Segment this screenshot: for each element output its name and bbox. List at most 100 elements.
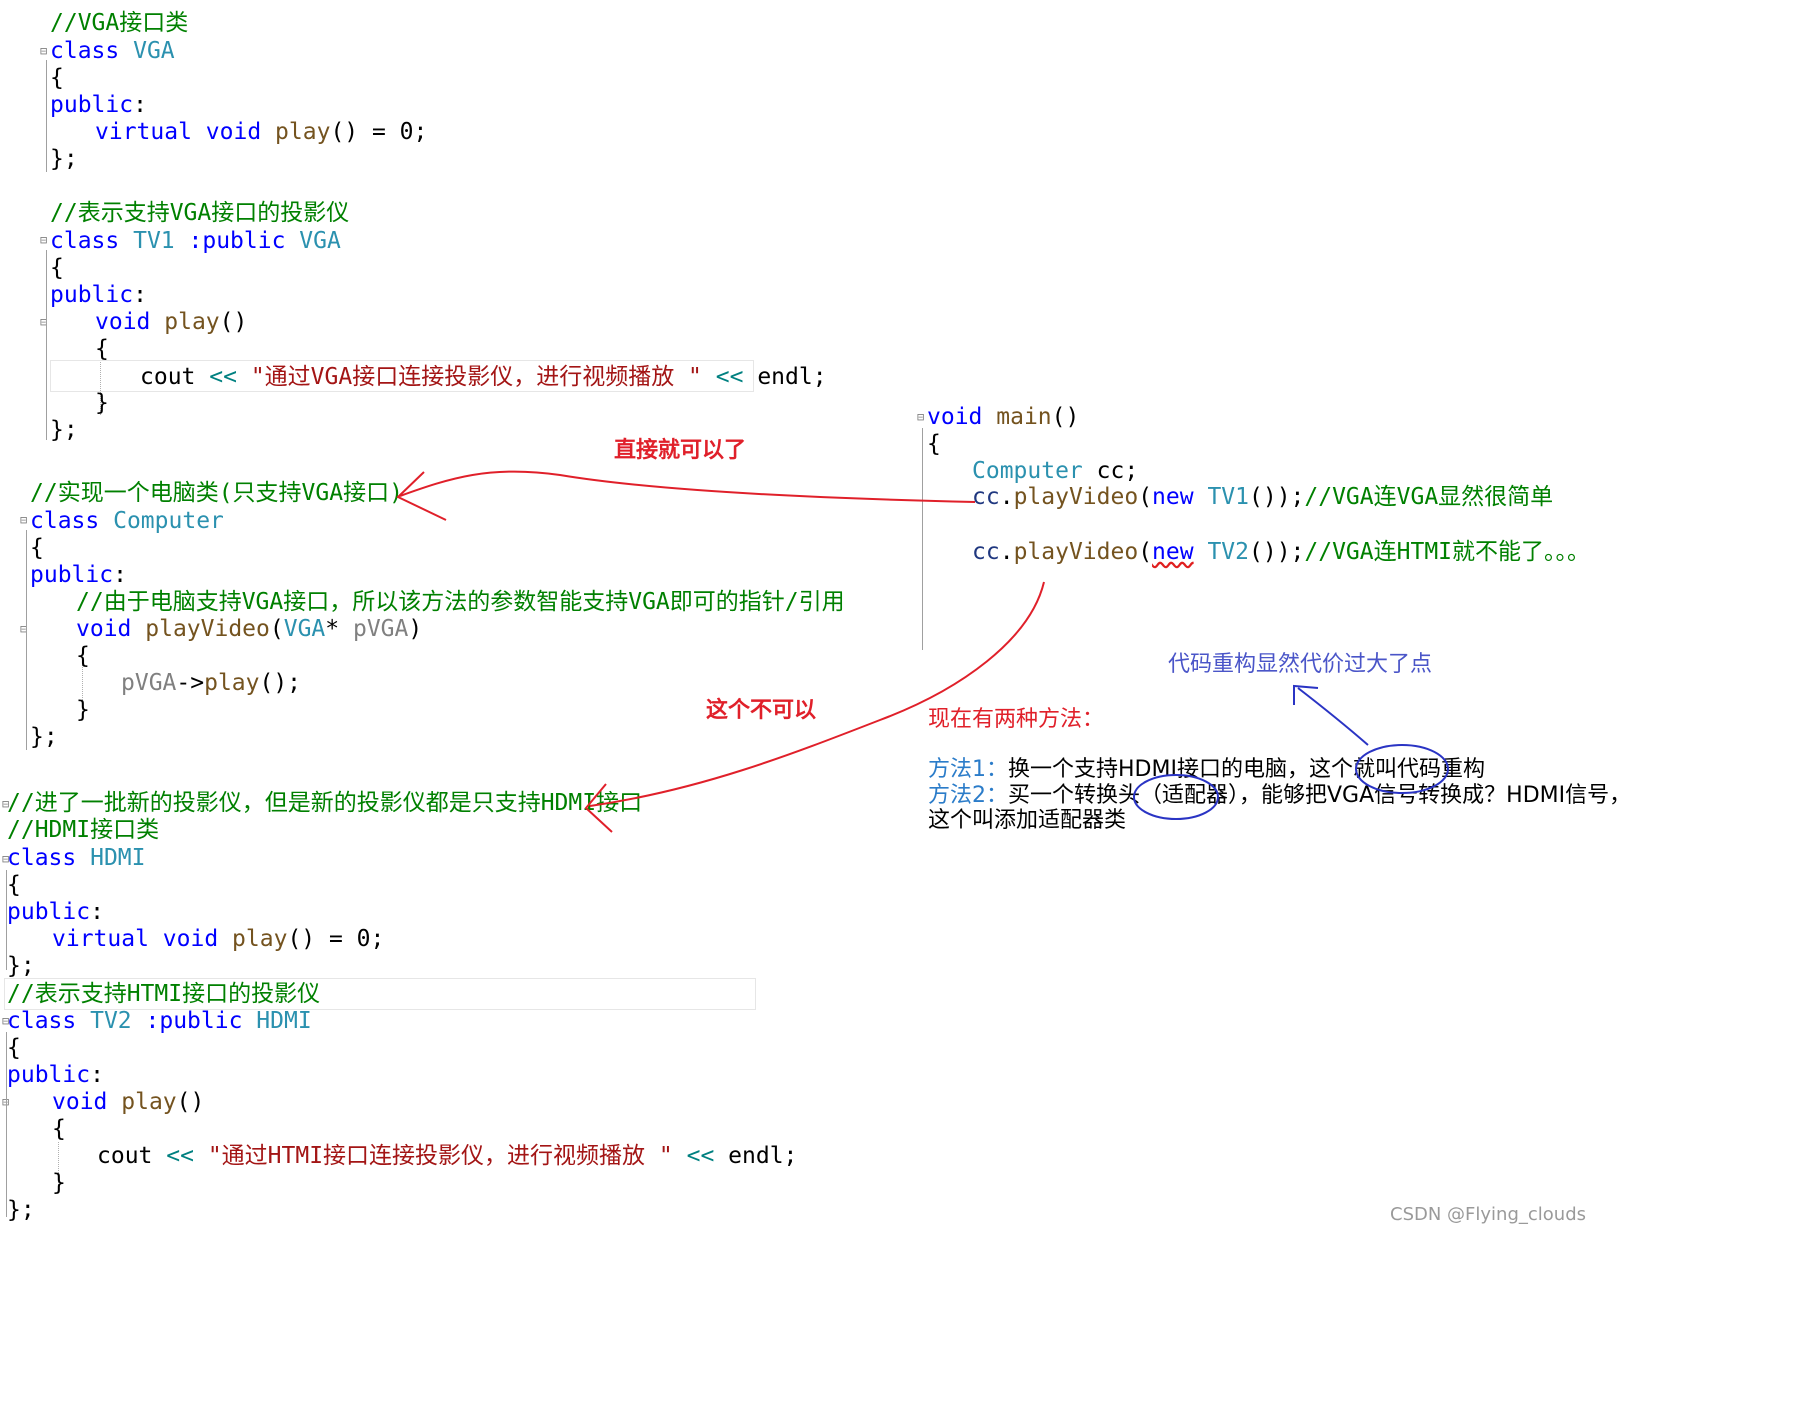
inherit-keyword: :public xyxy=(174,228,300,254)
code-comment: //VGA接口类 xyxy=(50,10,189,36)
cout-token: cout xyxy=(140,364,210,390)
fold-marker[interactable]: ⊟ xyxy=(40,315,48,329)
fold-marker[interactable]: ⊟ xyxy=(2,797,10,811)
brace: { xyxy=(50,255,64,281)
function-name: play xyxy=(232,926,288,952)
brace: { xyxy=(927,431,941,457)
brace-close: }; xyxy=(50,417,78,443)
brace: } xyxy=(76,697,90,723)
brace: { xyxy=(52,1116,66,1142)
annotation-two-methods: 现在有两种方法： xyxy=(928,707,1105,732)
signature-tail: () = 0; xyxy=(287,926,385,952)
endl-token: endl; xyxy=(757,364,827,390)
type-name: Computer xyxy=(972,458,1083,484)
function-name: playVideo xyxy=(145,616,270,642)
function-name: main xyxy=(996,404,1052,430)
method1-text: 换一个支持HDMI接口的电脑，这个就叫代码重构 xyxy=(1008,757,1485,782)
colon: : xyxy=(113,562,127,588)
fold-marker[interactable]: ⊟ xyxy=(20,622,28,636)
brace: { xyxy=(76,643,90,669)
red-arrowhead-direct xyxy=(396,471,447,521)
fold-marker[interactable]: ⊟ xyxy=(2,852,10,866)
code-comment: //VGA连VGA显然很简单 xyxy=(1304,484,1554,510)
code-comment: //表示支持VGA接口的投影仪 xyxy=(50,200,350,226)
paren: ( xyxy=(269,616,284,642)
red-arrow-direct xyxy=(399,470,976,503)
code-comment: //进了一批新的投影仪，但是新的投影仪都是只支持HDMI接口 xyxy=(7,790,643,816)
paren: ( xyxy=(1138,484,1153,510)
keyword-void: void xyxy=(52,1089,108,1115)
brace-guide xyxy=(26,530,27,750)
dot-guide xyxy=(58,1142,59,1187)
string-literal: "通过VGA接口连接投影仪，进行视频播放 " xyxy=(250,364,702,390)
brace-guide xyxy=(46,60,47,172)
colon: : xyxy=(90,1062,104,1088)
stream-operator: << xyxy=(209,364,237,390)
class-name: VGA xyxy=(133,38,175,64)
keyword-virtual: virtual xyxy=(95,119,192,145)
brace-guide xyxy=(6,870,7,970)
keyword-new: new xyxy=(1152,484,1194,510)
class-name: TV1 xyxy=(1207,484,1249,510)
keyword-virtual: virtual xyxy=(52,926,149,952)
dot: . xyxy=(999,539,1014,565)
colon: : xyxy=(133,282,147,308)
annotation-refactor-note: 代码重构显然代价过大了点 xyxy=(1168,652,1433,677)
inherit-keyword: :public xyxy=(131,1008,257,1034)
brace-close: }; xyxy=(30,724,58,750)
keyword-new-error: new xyxy=(1152,539,1194,565)
fold-marker[interactable]: ⊟ xyxy=(917,410,925,424)
annotation-not-ok: 这个不可以 xyxy=(706,698,817,723)
keyword-void: void xyxy=(927,404,983,430)
keyword-void: void xyxy=(205,119,262,145)
brace-close: }; xyxy=(50,146,78,172)
fold-marker[interactable]: ⊟ xyxy=(20,513,28,527)
var-decl: cc; xyxy=(1082,458,1139,484)
watermark: CSDN @Flying_clouds xyxy=(1390,1204,1587,1225)
method2-text: 买一个转换头（适配器），能够把VGA信号转换成？HDMI信号， xyxy=(1008,783,1632,808)
brace: { xyxy=(7,872,21,898)
keyword-class: class xyxy=(7,845,77,871)
function-name: play xyxy=(164,309,220,335)
method2-label: 方法2： xyxy=(928,783,1008,808)
arrow-operator: -> xyxy=(176,670,205,696)
blue-arrowhead-refactor xyxy=(1293,684,1319,705)
brace-guide xyxy=(46,250,47,440)
fold-marker[interactable]: ⊟ xyxy=(2,1095,9,1109)
param-type: VGA xyxy=(283,616,326,642)
current-line-highlight xyxy=(50,360,754,392)
keyword-class: class xyxy=(50,38,120,64)
keyword-void: void xyxy=(162,926,219,952)
annotation-method2-cont: 这个叫添加适配器类 xyxy=(928,808,1127,833)
variable-name: cc xyxy=(972,484,1000,510)
keyword-void: void xyxy=(95,309,151,335)
parens: () xyxy=(176,1089,205,1115)
function-name: play xyxy=(275,119,331,145)
fold-marker[interactable]: ⊟ xyxy=(2,1014,10,1028)
variable-name: cc xyxy=(972,539,1000,565)
colon: : xyxy=(133,92,147,118)
brace: } xyxy=(52,1170,66,1196)
brace-close: }; xyxy=(7,1197,35,1223)
class-name: Computer xyxy=(113,508,224,534)
fold-marker[interactable]: ⊟ xyxy=(40,44,48,58)
code-comment: //VGA连HTMI就不能了。。。 xyxy=(1304,539,1591,565)
function-name: play xyxy=(204,670,260,696)
function-name: playVideo xyxy=(1013,484,1139,510)
class-name: TV2 xyxy=(90,1008,132,1034)
base-class-name: HDMI xyxy=(256,1008,312,1034)
keyword-class: class xyxy=(50,228,120,254)
code-comment: //实现一个电脑类(只支持VGA接口) xyxy=(30,480,403,506)
paren: ( xyxy=(1138,539,1153,565)
class-name: TV2 xyxy=(1207,539,1249,565)
stream-operator: << xyxy=(166,1143,194,1169)
fold-marker[interactable]: ⊟ xyxy=(40,233,48,247)
brace-guide xyxy=(6,1032,7,1217)
keyword-public: public xyxy=(50,92,134,118)
stream-operator: << xyxy=(715,364,744,390)
brace-guide xyxy=(922,428,923,650)
keyword-class: class xyxy=(30,508,100,534)
string-literal: "通过HTMI接口连接投影仪，进行视频播放 " xyxy=(207,1143,673,1169)
parens: () xyxy=(219,309,248,335)
keyword-public: public xyxy=(50,282,134,308)
